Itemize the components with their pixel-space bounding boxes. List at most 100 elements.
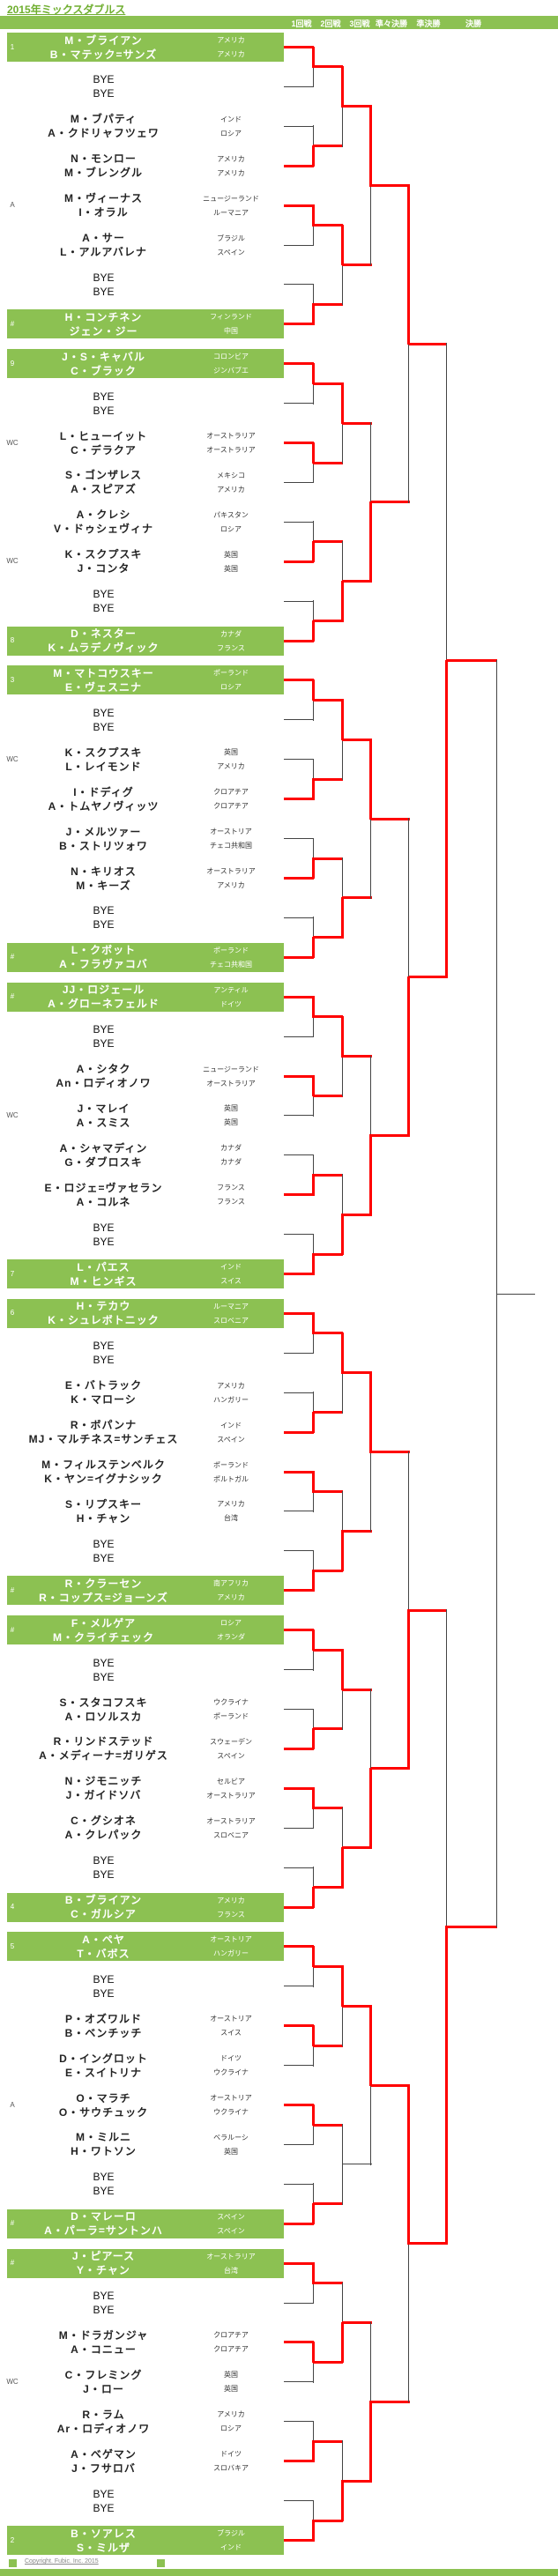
country-label: 英国: [224, 2385, 238, 2394]
bracket-line-horizontal: [284, 1669, 314, 1671]
winner-path-horizontal: [342, 580, 372, 583]
player-name: C・ガルシア: [71, 1908, 137, 1921]
country-label: ルーマニア: [213, 1302, 249, 1310]
bye-label: BYE: [93, 1670, 115, 1683]
winner-path-vertical: [407, 2084, 411, 2245]
winner-path-horizontal: [284, 1273, 314, 1276]
winner-path-vertical: [340, 2480, 344, 2522]
seed-marker: WC: [6, 754, 19, 763]
seed-marker: 7: [10, 1269, 15, 1278]
bye-label: BYE: [93, 1868, 115, 1882]
player-name: S・ゴンザレス: [64, 469, 142, 482]
winner-path-horizontal: [284, 1589, 314, 1592]
player-name: K・スクプスキ: [64, 746, 143, 759]
player-name: L・アルアバレナ: [60, 246, 147, 259]
winner-path-horizontal: [313, 382, 343, 385]
bye-label: BYE: [93, 1340, 115, 1353]
country-label: オーストラリア: [206, 867, 256, 875]
winner-path-horizontal: [342, 1213, 372, 1216]
winner-path-vertical: [407, 184, 411, 345]
country-label: アメリカ: [217, 154, 245, 163]
winner-path-vertical: [311, 1787, 315, 1809]
player-name: C・グシオネ: [71, 1815, 137, 1828]
team-slot: [7, 982, 284, 1012]
winner-path-vertical: [340, 896, 344, 939]
country-label: クロアチア: [213, 802, 249, 811]
country-label: ベラルーシ: [213, 2133, 249, 2142]
winner-path-horizontal: [342, 2321, 372, 2325]
bye-label: BYE: [93, 73, 115, 86]
winner-path-vertical: [340, 2321, 344, 2364]
country-label: 英国: [224, 1118, 238, 1127]
winner-path-vertical: [311, 1629, 315, 1652]
player-name: ジェン・ジー: [69, 324, 138, 338]
winner-path-horizontal: [342, 1688, 372, 1691]
winner-path-vertical: [369, 739, 373, 820]
player-name: A・ロソルスカ: [64, 1710, 143, 1723]
winner-path-horizontal: [313, 2519, 343, 2522]
player-name: Ar・ロディオノワ: [56, 2422, 151, 2435]
winner-path-horizontal: [284, 164, 314, 167]
country-label: コロンビア: [213, 353, 249, 361]
country-label: ハンガリー: [213, 1395, 249, 1404]
winner-path-vertical: [407, 976, 411, 1137]
bye-label: BYE: [93, 720, 115, 733]
winner-path-vertical: [369, 2005, 373, 2087]
seed-marker: #: [10, 1585, 15, 1594]
winner-path-horizontal: [284, 639, 314, 642]
winner-path-horizontal: [284, 679, 314, 682]
country-label: アンティル: [213, 985, 249, 994]
winner-path-vertical: [311, 936, 315, 959]
player-name: N・モンロー: [71, 152, 137, 166]
player-name: A・フラヴァコバ: [59, 958, 148, 971]
bracket-line-horizontal: [284, 1352, 314, 1354]
bye-label: BYE: [93, 1235, 115, 1248]
winner-path-horizontal: [313, 936, 343, 939]
winner-path-horizontal: [313, 2044, 343, 2047]
winner-path-horizontal: [284, 1945, 314, 1949]
winner-path-horizontal: [313, 2123, 343, 2127]
player-name: M・クライチェック: [53, 1630, 154, 1644]
country-label: 英国: [224, 2371, 238, 2379]
country-label: パキスタン: [213, 510, 249, 519]
country-label: ブラジル: [217, 234, 245, 242]
winner-path-vertical: [340, 1530, 344, 1572]
country-label: スペイン: [217, 1751, 245, 1760]
player-name: R・リンドステッド: [53, 1735, 154, 1748]
winner-path-horizontal: [342, 263, 372, 266]
player-name: E・ヴェスニナ: [64, 680, 142, 694]
winner-path-horizontal: [408, 342, 448, 345]
bracket-line-horizontal: [284, 2302, 314, 2304]
player-name: K・マローシ: [71, 1393, 137, 1407]
player-name: K・ヤン=イグナシック: [44, 1473, 163, 1486]
country-label: アメリカ: [217, 1381, 245, 1390]
country-label: ロシア: [220, 524, 242, 533]
country-label: ポーランド: [213, 1460, 249, 1469]
player-name: J・コンタ: [77, 562, 130, 575]
seed-marker: #: [10, 953, 15, 961]
winner-path-vertical: [340, 224, 344, 266]
player-name: R・クラーセン: [64, 1577, 143, 1590]
team-slot: [7, 1298, 284, 1328]
bracket-line-horizontal: [284, 759, 314, 761]
country-label: オランダ: [217, 1633, 245, 1642]
country-label: クロアチア: [213, 2331, 249, 2340]
winner-path-horizontal: [284, 955, 314, 959]
player-name: C・デラクア: [71, 443, 137, 457]
winner-path-horizontal: [284, 2460, 314, 2463]
winner-path-horizontal: [284, 1074, 314, 1078]
winner-path-vertical: [311, 1174, 315, 1196]
player-name: R・ラム: [82, 2408, 125, 2421]
player-name: V・ドゥシェヴィナ: [53, 523, 153, 536]
country-label: インド: [220, 1263, 242, 1272]
country-label: フランス: [217, 1184, 245, 1192]
winner-path-horizontal: [284, 1311, 314, 1315]
bracket-line-horizontal: [284, 2143, 314, 2145]
bye-label: BYE: [93, 390, 115, 403]
player-name: L・レイモンド: [65, 760, 142, 773]
player-name: M・ヒンギス: [70, 1274, 138, 1288]
winner-path-horizontal: [284, 1905, 314, 1909]
country-label: ドイツ: [220, 999, 242, 1008]
winner-path-horizontal: [284, 46, 314, 48]
player-name: A・コニュー: [71, 2342, 137, 2356]
